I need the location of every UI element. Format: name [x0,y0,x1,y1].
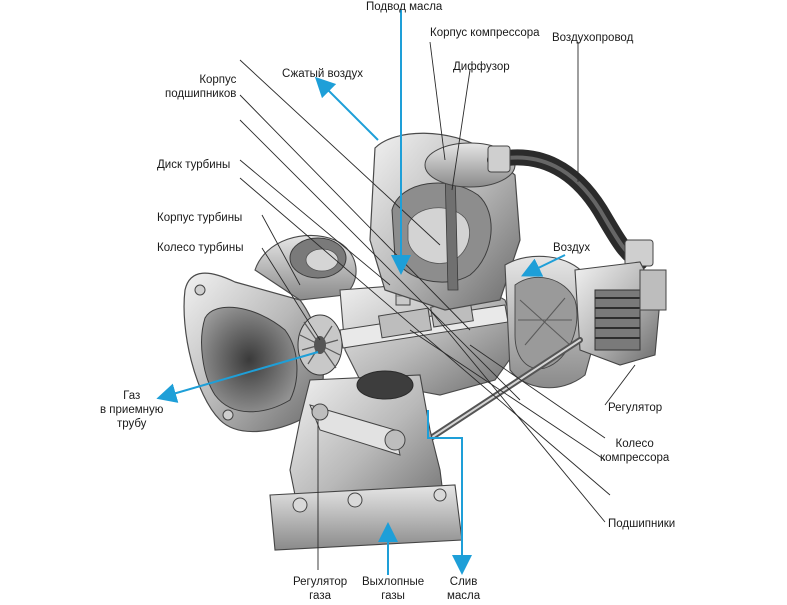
bearing-housing-shape [339,264,521,396]
label-compressed-air: Сжатый воздух [282,68,364,80]
flow-arrows [156,10,566,575]
turbine-housing-shape [183,234,357,433]
actuator-shape [574,261,667,366]
label-diffuser: Диффузор [453,61,510,73]
label-turbine-disc: Диск турбины [157,159,231,171]
label-bearings: Подшипники [608,518,676,530]
turbine-wheel-shape [297,314,343,376]
label-gas-regulator: Регулятор газа [293,576,348,602]
label-turbine-housing: Корпус турбины [157,212,243,224]
label-regulator: Регулятор [608,402,663,414]
leader-lines [239,41,636,570]
label-air-duct: Воздухопровод [552,32,634,44]
compressed-air-arrow [314,76,379,141]
label-air: Воздух [553,242,591,254]
air-intake-arrow [521,254,566,277]
label-oil-inlet: Подвод масла [366,1,443,13]
label-exhaust-gases: Выхлопные газы [362,576,425,602]
air-duct-hose [487,145,654,270]
label-turbine-wheel: Колесо турбины [157,242,244,254]
oil-drain-arrow [427,410,472,575]
label-oil-drain: Слив масла [447,576,481,602]
label-bearing-housing: Корпус подшипников [165,74,237,100]
label-gas-to-pipe: Газ в приемную трубу [100,390,164,430]
label-compressor-housing: Корпус компрессора [430,27,540,39]
gas-out-arrow [156,351,319,403]
wastegate-lever [309,403,406,456]
label-compressor-wheel: Колесо компрессора [600,438,670,464]
